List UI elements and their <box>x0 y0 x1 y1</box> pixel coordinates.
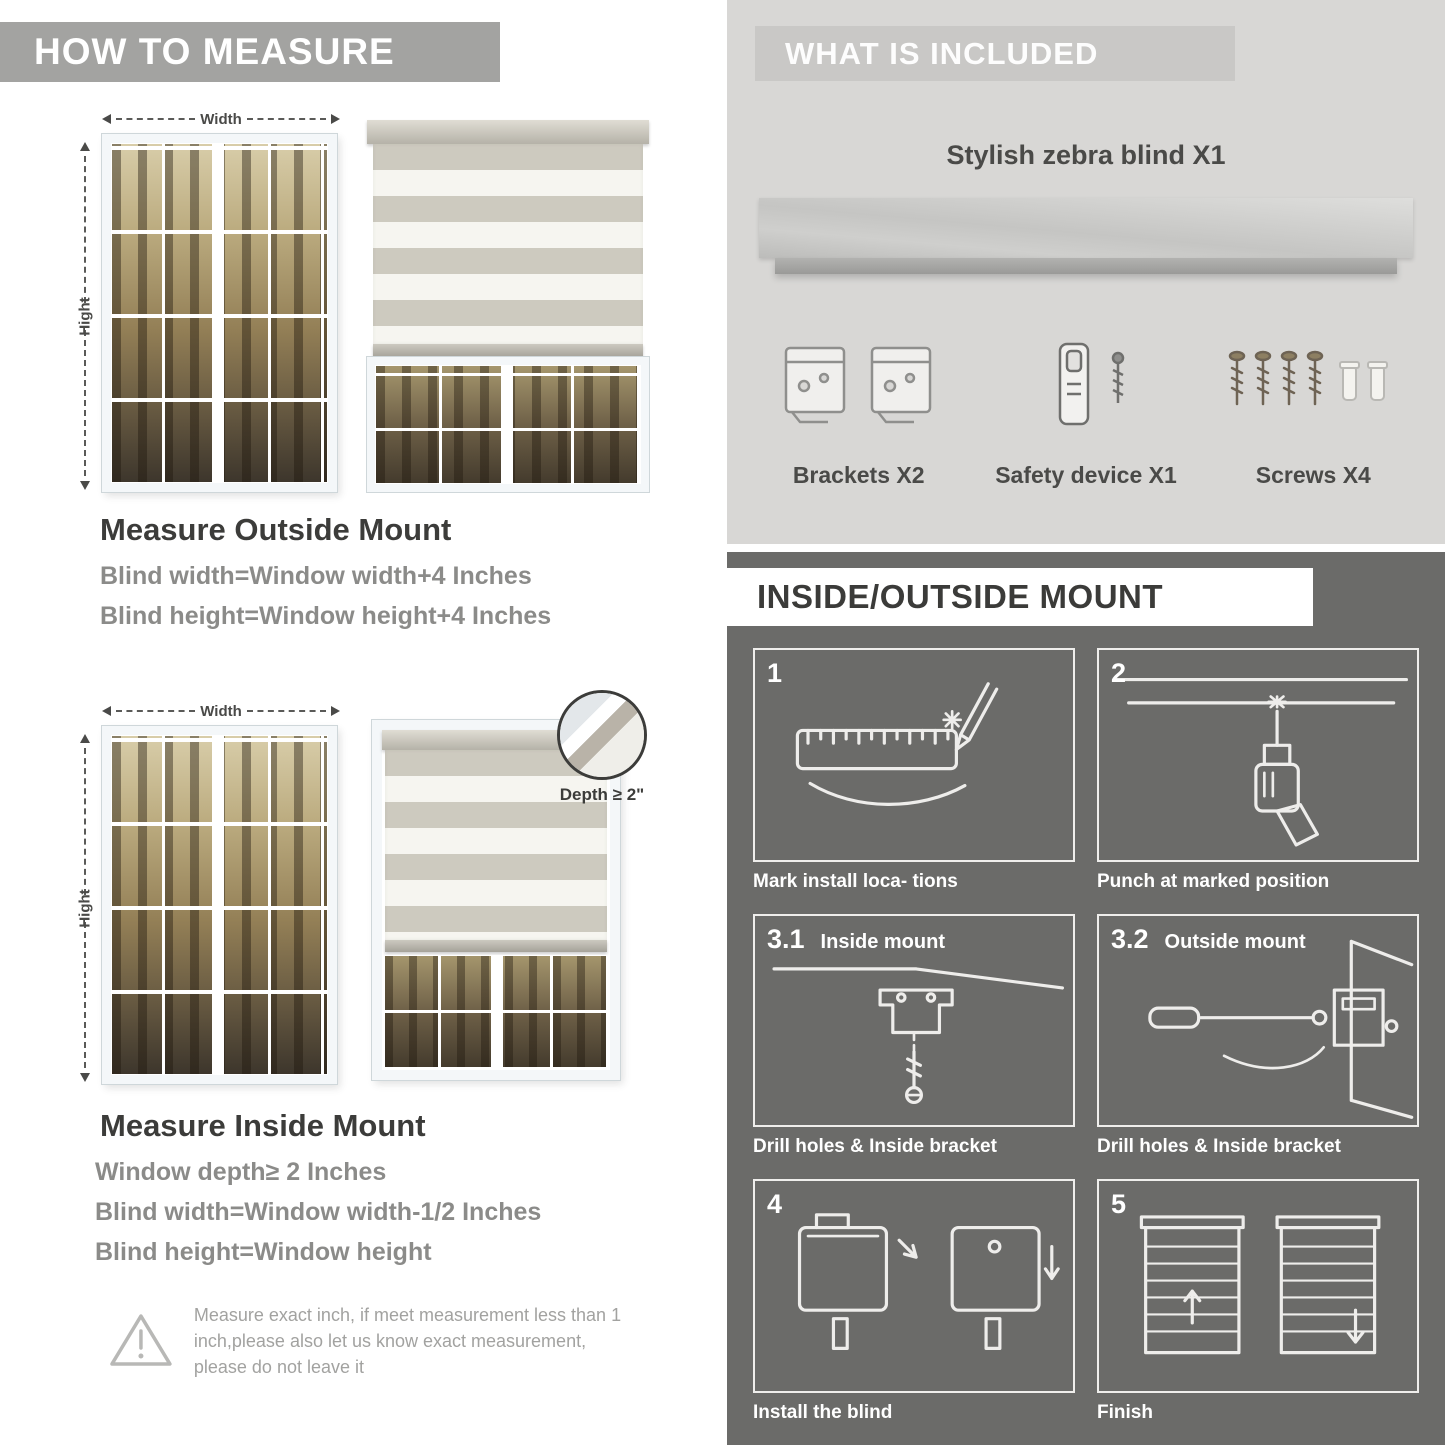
step-caption: Drill holes & Inside bracket <box>1097 1136 1341 1158</box>
mount-step-3-2: 3.2 Outside mount <box>1097 913 1419 1168</box>
step-number: 2 <box>1111 658 1127 688</box>
right-panel: WHAT IS INCLUDED Stylish zebra blind X1 <box>727 0 1445 1445</box>
warning-text: Measure exact inch, if meet measurement … <box>193 1305 622 1378</box>
width-label: Width <box>200 110 242 128</box>
blind-bottom-rail <box>385 940 607 952</box>
part-label: Screws X4 <box>1255 462 1371 488</box>
outside-bracket-icon <box>1148 939 1414 1119</box>
width-label: Width <box>200 702 242 720</box>
step-caption: Finish <box>1097 1402 1153 1423</box>
arrow-right-icon <box>331 114 341 124</box>
mount-steps-grid: 1 Mark ins <box>753 648 1419 1433</box>
outside-mount-title: Measure Outside Mount <box>100 512 452 547</box>
brackets-icon <box>784 346 931 424</box>
outside-mount-line: Blind width=Window width+4 Inches <box>100 562 532 590</box>
inside-mount-line: Window depth≥ 2 Inches <box>95 1158 387 1186</box>
window-with-inside-blind: Depth ≥ 2" <box>371 690 647 1081</box>
depth-label: Depth ≥ 2" <box>559 785 645 804</box>
step-caption: Punch at marked position <box>1097 870 1330 892</box>
mount-step-4: 4 <box>753 1179 1075 1433</box>
arrow-up-icon <box>80 734 90 743</box>
step-caption: Install the blind <box>753 1402 893 1423</box>
depth-callout: Depth ≥ 2" <box>542 690 662 805</box>
step-number: 5 <box>1111 1189 1127 1220</box>
mount-step-5: 5 <box>1097 1179 1419 1433</box>
mount-step-3-1: 3.1 Inside mount <box>753 913 1075 1168</box>
blind-bottom-rail <box>373 344 643 357</box>
inside-mount-line: Blind width=Window width-1/2 Inches <box>95 1198 542 1226</box>
inside-mount-title: Measure Inside Mount <box>100 1108 426 1143</box>
blind-quantity-label: Stylish zebra blind X1 <box>946 140 1226 170</box>
step-number: 4 <box>767 1189 783 1220</box>
blind-cassette <box>367 120 649 144</box>
blind-headrail-image <box>759 198 1413 258</box>
screws-icon <box>1229 350 1389 406</box>
step-title: Inside mount <box>820 930 945 953</box>
height-arrow: Hight <box>74 142 96 490</box>
height-label: Hight <box>76 888 94 928</box>
blind-bottomrail-image <box>775 258 1397 274</box>
part-brackets: Brackets X2 <box>745 322 972 489</box>
step-number: 3.2 <box>1111 923 1149 954</box>
outside-mount-figure: Width Hight <box>72 98 662 498</box>
step-caption: Mark install loca- tions <box>753 870 958 892</box>
mount-step-2: 2 <box>1097 648 1419 902</box>
safety-device-icon <box>1058 342 1125 426</box>
mount-step-1: 1 Mark ins <box>753 648 1075 902</box>
inside-mount-line: Blind height=Window height <box>95 1238 432 1266</box>
window-glass <box>112 736 327 1074</box>
mark-location-icon <box>795 682 999 806</box>
zebra-blind-outside-figure <box>366 120 650 493</box>
arrow-down-icon <box>80 1073 90 1082</box>
arrow-down-icon <box>80 481 90 490</box>
height-arrow: Hight <box>74 734 96 1082</box>
part-safety-device: Safety device X1 <box>972 322 1199 489</box>
what-is-included-section: WHAT IS INCLUDED Stylish zebra blind X1 <box>727 0 1445 544</box>
width-arrow: Width <box>102 108 341 130</box>
part-label: Brackets X2 <box>792 462 925 488</box>
mount-steps-section: INSIDE/OUTSIDE MOUNT 1 <box>727 552 1445 1445</box>
finish-icon <box>1139 1215 1381 1355</box>
measure-warning: Measure exact inch, if meet measurement … <box>108 1302 638 1380</box>
install-blind-icon <box>797 1213 1060 1351</box>
inside-bracket-icon <box>772 966 1064 1104</box>
step-number: 3.1 <box>767 923 805 954</box>
step-number: 1 <box>767 658 783 688</box>
how-to-measure-header: HOW TO MEASURE <box>0 22 500 82</box>
drill-icon <box>1114 677 1408 847</box>
step-caption: Drill holes & Inside bracket <box>753 1136 997 1158</box>
arrow-left-icon <box>102 706 111 716</box>
height-label: Hight <box>76 296 94 336</box>
how-to-measure-section: HOW TO MEASURE Width Hight <box>0 0 720 1445</box>
outside-mount-line: Blind height=Window height+4 Inches <box>100 602 552 630</box>
depth-zoom-circle-icon <box>557 690 647 780</box>
warning-triangle-icon <box>110 1314 172 1366</box>
what-is-included-header: WHAT IS INCLUDED <box>755 26 1235 81</box>
arrow-right-icon <box>331 706 341 716</box>
included-parts-row: Brackets X2 <box>745 322 1427 489</box>
window-below-blind <box>366 356 650 493</box>
part-label: Safety device X1 <box>995 462 1177 488</box>
step-title: Outside mount <box>1164 930 1306 953</box>
mount-section-header: INSIDE/OUTSIDE MOUNT <box>727 568 1313 626</box>
window-glass <box>112 144 327 482</box>
blind-shade <box>385 750 607 940</box>
part-screws: Screws X4 <box>1200 322 1427 489</box>
arrow-left-icon <box>102 114 111 124</box>
window-illustration <box>101 725 338 1085</box>
width-arrow: Width <box>102 700 341 722</box>
blind-cassette <box>382 730 610 750</box>
window-illustration <box>101 133 338 493</box>
inside-mount-figure: Width Hight <box>72 690 662 1090</box>
blind-shade <box>373 144 643 344</box>
arrow-up-icon <box>80 142 90 151</box>
